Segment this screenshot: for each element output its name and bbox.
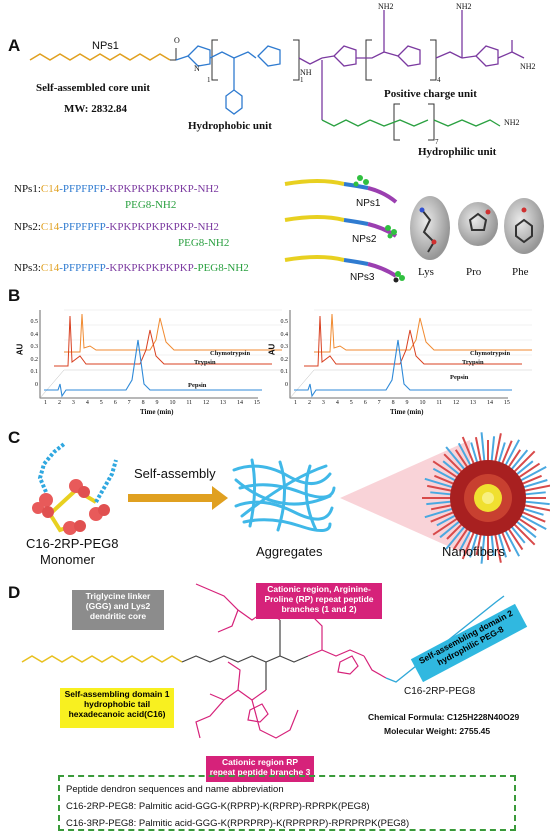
cationic-box-3: Cationic region RP repeat peptide branch… — [206, 756, 314, 782]
peg-nh2: NH2 — [504, 118, 520, 127]
chart2-xlabel: Time (min) — [390, 408, 424, 416]
nps1-cartoon — [284, 175, 398, 204]
monomer-illustration — [32, 442, 118, 535]
chart2-ylabel: AU — [267, 343, 277, 356]
panel-c-label: C — [8, 428, 21, 447]
nps2-sequence: NPs2:C14-PFPFPFP-KPKPKPKPKPKP-NH2 — [14, 221, 219, 233]
pro-model — [458, 202, 498, 246]
hplc-chart-2 — [289, 309, 532, 399]
core-unit-label: Self-assembled core unit — [36, 82, 151, 94]
hplc-chart-1 — [39, 309, 282, 399]
chart1-xlabel: Time (min) — [140, 408, 174, 416]
chart2-label-pepsin: Pepsin — [450, 374, 469, 381]
phe-model — [504, 198, 544, 254]
aggregates-label: Aggregates — [256, 544, 323, 559]
chart2-trypsin-trace — [304, 315, 522, 367]
linker-box: Triglycine linker (GGG) and Lys2 dendrit… — [72, 590, 164, 630]
self-assembly-illustration — [32, 432, 550, 564]
chart1-label-chymotrypsin: Chymotrypsin — [210, 350, 251, 357]
positive-charge-unit-label: Positive charge unit — [384, 88, 477, 100]
nps1-peg: PEG8-NH2 — [125, 199, 177, 211]
chart2-chymotrypsin-trace — [314, 313, 532, 353]
carbonyl-o-label: O — [174, 36, 180, 45]
phe-label: Phe — [512, 266, 529, 278]
subscript-4: 4 — [437, 76, 441, 84]
lys-label: Lys — [418, 266, 434, 278]
mw-label: MW: 2832.84 — [64, 103, 127, 115]
hydrophobic-unit-label: Hydrophobic unit — [188, 120, 272, 132]
subscript-7: 7 — [435, 138, 439, 146]
nps2-cartoon — [284, 215, 398, 239]
nps3-sequence: NPs3:C14-PFPFPFP-KPKPKPKPKPKP-PEG8-NH2 — [14, 262, 249, 274]
proline-n-label: N — [194, 64, 200, 73]
lys-nh2-1: NH2 — [378, 2, 394, 11]
subscript-1a: 1 — [300, 76, 304, 84]
nps3-cartoon — [284, 255, 405, 283]
nps1-cartoon-label: NPs1 — [356, 198, 381, 209]
monomer-label: Monomer — [40, 552, 95, 567]
lys-nh2-2: NH2 — [456, 2, 472, 11]
nps1-structure — [29, 10, 525, 141]
chart1-pepsin-trace — [44, 339, 262, 398]
nps3-cartoon-label: NPs3 — [350, 272, 375, 283]
chart1-ylabel: AU — [15, 343, 25, 356]
hydrophilic-unit-label: Hydrophilic unit — [418, 146, 497, 158]
chart2-pepsin-trace — [294, 339, 512, 398]
sequence-2rp: C16-2RP-PEG8: Palmitic acid-GGG-K(RPRP)-… — [66, 801, 370, 812]
nanofibers-label: Nanofibers — [442, 544, 505, 559]
monomer-name: C16-2RP-PEG8 — [26, 536, 119, 551]
chart1-label-trypsin: Trypsin — [194, 359, 216, 366]
nps1-structure-label: NPs1 — [92, 40, 119, 52]
c-term-nh2: NH2 — [520, 62, 536, 71]
sequence-abbreviation-box: Peptide dendron sequences and name abbre… — [58, 775, 516, 831]
cationic-box-1: Cationic region, Arginine-Proline (RP) r… — [256, 583, 382, 619]
sequences-title: Peptide dendron sequences and name abbre… — [66, 784, 284, 795]
chart2-label-trypsin: Trypsin — [462, 359, 484, 366]
nps2-peg: PEG8-NH2 — [178, 237, 230, 249]
panel-a-label: A — [8, 36, 21, 55]
molecule-name: C16-2RP-PEG8 — [404, 686, 476, 697]
self-assembly-arrow — [128, 486, 228, 510]
pro-label: Pro — [466, 266, 482, 278]
panel-d-label: D — [8, 583, 21, 602]
chart1-chymotrypsin-trace — [64, 313, 282, 353]
domain1-box: Self-assembling domain 1 hydrophobic tai… — [60, 688, 174, 728]
amino-acid-models — [410, 196, 544, 260]
hplc-charts — [39, 309, 532, 399]
nps1-sequence: NPs1:C14-PFPFPFP-KPKPKPKPKPKP-NH2 — [14, 183, 219, 195]
chart1-label-pepsin: Pepsin — [188, 382, 207, 389]
aggregates-illustration — [232, 458, 336, 532]
amide-nh-label: NH — [300, 68, 312, 77]
lys-model — [410, 196, 450, 260]
chart1-trypsin-trace — [54, 315, 272, 367]
chart2-label-chymotrypsin: Chymotrypsin — [470, 350, 511, 357]
nps-cartoons — [284, 175, 405, 283]
self-assembly-label: Self-assembly — [134, 466, 216, 481]
nanofiber-illustration — [422, 432, 550, 564]
panel-b-label: B — [8, 286, 21, 305]
subscript-1b: 1 — [207, 76, 211, 84]
sequence-3rp: C16-3RP-PEG8: Palmitic acid-GGG-K(RPRPRP… — [66, 818, 410, 829]
chemical-formula: Chemical Formula: C125H228N40O29 — [368, 712, 520, 722]
nps2-cartoon-label: NPs2 — [352, 234, 377, 245]
molecular-weight: Molecular Weight: 2755.45 — [384, 726, 491, 736]
